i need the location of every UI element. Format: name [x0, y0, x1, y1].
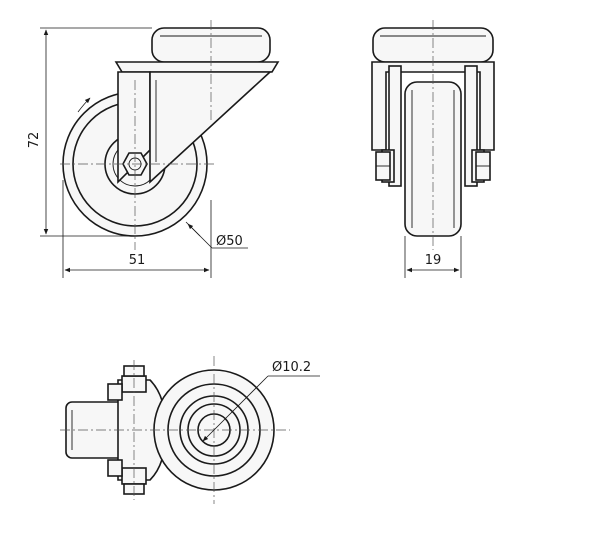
side-dimensions: 72 51 Ø50: [27, 27, 248, 278]
front-view: [371, 20, 495, 250]
dim-width-label: 51: [129, 253, 146, 268]
side-flange: [114, 61, 280, 73]
dim-bolt-hole-label: Ø10.2: [272, 360, 311, 375]
front-fork: [371, 61, 495, 151]
side-view: [60, 20, 280, 250]
front-dimensions: 19: [404, 236, 462, 278]
dim-height-label: 72: [27, 132, 42, 149]
dim-wheel-width-label: 19: [425, 253, 442, 268]
top-view: [60, 356, 320, 504]
dim-wheel-diameter-label: Ø50: [216, 234, 243, 249]
